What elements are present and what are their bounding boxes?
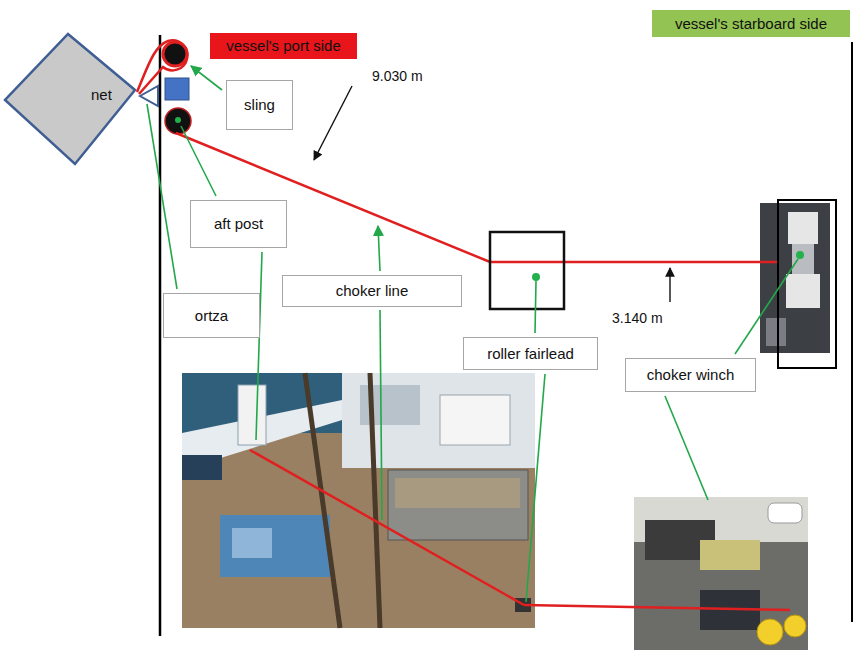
leader-line — [147, 104, 177, 289]
callout-box: roller fairlead — [463, 337, 598, 370]
net-pile — [182, 455, 222, 480]
leader-line — [526, 374, 545, 602]
node-text: vessel's port side — [226, 37, 341, 54]
pointer-dot — [796, 251, 804, 259]
dimension-label: 3.140 m — [612, 310, 663, 326]
node-text: net — [91, 86, 112, 103]
leader-line — [380, 310, 382, 520]
callout-box: choker winch — [625, 358, 756, 392]
node-text: vessel's starboard side — [675, 15, 827, 32]
yellow-spool — [784, 615, 806, 637]
node-text: choker winch — [647, 366, 735, 383]
pointer-dot — [532, 273, 540, 281]
choker-line-photo — [524, 605, 790, 610]
starboard-hull-line — [851, 42, 853, 622]
rope — [370, 373, 380, 628]
deck-ground — [634, 497, 808, 650]
leader-line — [256, 252, 262, 440]
side-band: vessel's starboard side — [652, 10, 850, 37]
leader-line — [735, 259, 798, 354]
aft-post-symbol — [165, 108, 191, 134]
winch-photo — [634, 497, 808, 650]
winch-drum — [788, 212, 818, 244]
post-photo — [238, 385, 266, 445]
fish-crate — [388, 470, 528, 540]
choker-line-photo — [250, 450, 524, 605]
yellow-spool — [757, 619, 783, 645]
node-text: choker line — [336, 282, 409, 299]
node-text: ortza — [195, 307, 228, 324]
leader-line — [665, 396, 708, 500]
tarp-fold — [232, 528, 272, 558]
choker-line-path — [176, 133, 777, 262]
dimension-arrow — [669, 268, 670, 302]
side-band: vessel's port side — [210, 33, 357, 59]
leader-line — [378, 226, 380, 271]
rope — [305, 373, 340, 628]
winch-frame — [778, 200, 836, 368]
node-text: sling — [244, 96, 275, 113]
dimension-arrow — [314, 86, 352, 160]
crate-ropes — [395, 478, 520, 508]
diamond-outline — [3, 30, 139, 168]
machinery — [440, 395, 510, 445]
pointer-dot — [175, 117, 181, 123]
winch-body — [760, 203, 830, 353]
net-diamond: net — [3, 30, 139, 168]
blue-tarp — [220, 515, 330, 577]
callout-box: sling — [226, 80, 293, 130]
deck-planks — [182, 373, 535, 628]
parked-car — [768, 503, 802, 523]
winch-drum — [786, 274, 820, 308]
node-text: roller fairlead — [487, 345, 574, 362]
net-shape — [5, 34, 135, 164]
leader-line — [181, 126, 216, 196]
deck-photo — [182, 373, 535, 628]
winch-motor — [766, 318, 786, 346]
fore-post — [163, 42, 187, 66]
winch-top-photo — [760, 200, 836, 368]
deck-block — [165, 78, 189, 100]
illustration-part — [147, 66, 798, 602]
callout-box: ortza — [163, 293, 260, 338]
dimension-label: 9.030 m — [372, 68, 423, 84]
callout-box: aft post — [190, 200, 287, 248]
leader-line — [191, 66, 222, 90]
winch-shaft — [792, 244, 814, 274]
port-hull-line — [159, 35, 162, 636]
node-text: aft post — [214, 215, 263, 232]
leader-line — [535, 281, 536, 333]
callout-box: choker line — [282, 275, 462, 307]
fairlead-symbol — [490, 232, 564, 309]
winch-rope — [700, 540, 760, 570]
